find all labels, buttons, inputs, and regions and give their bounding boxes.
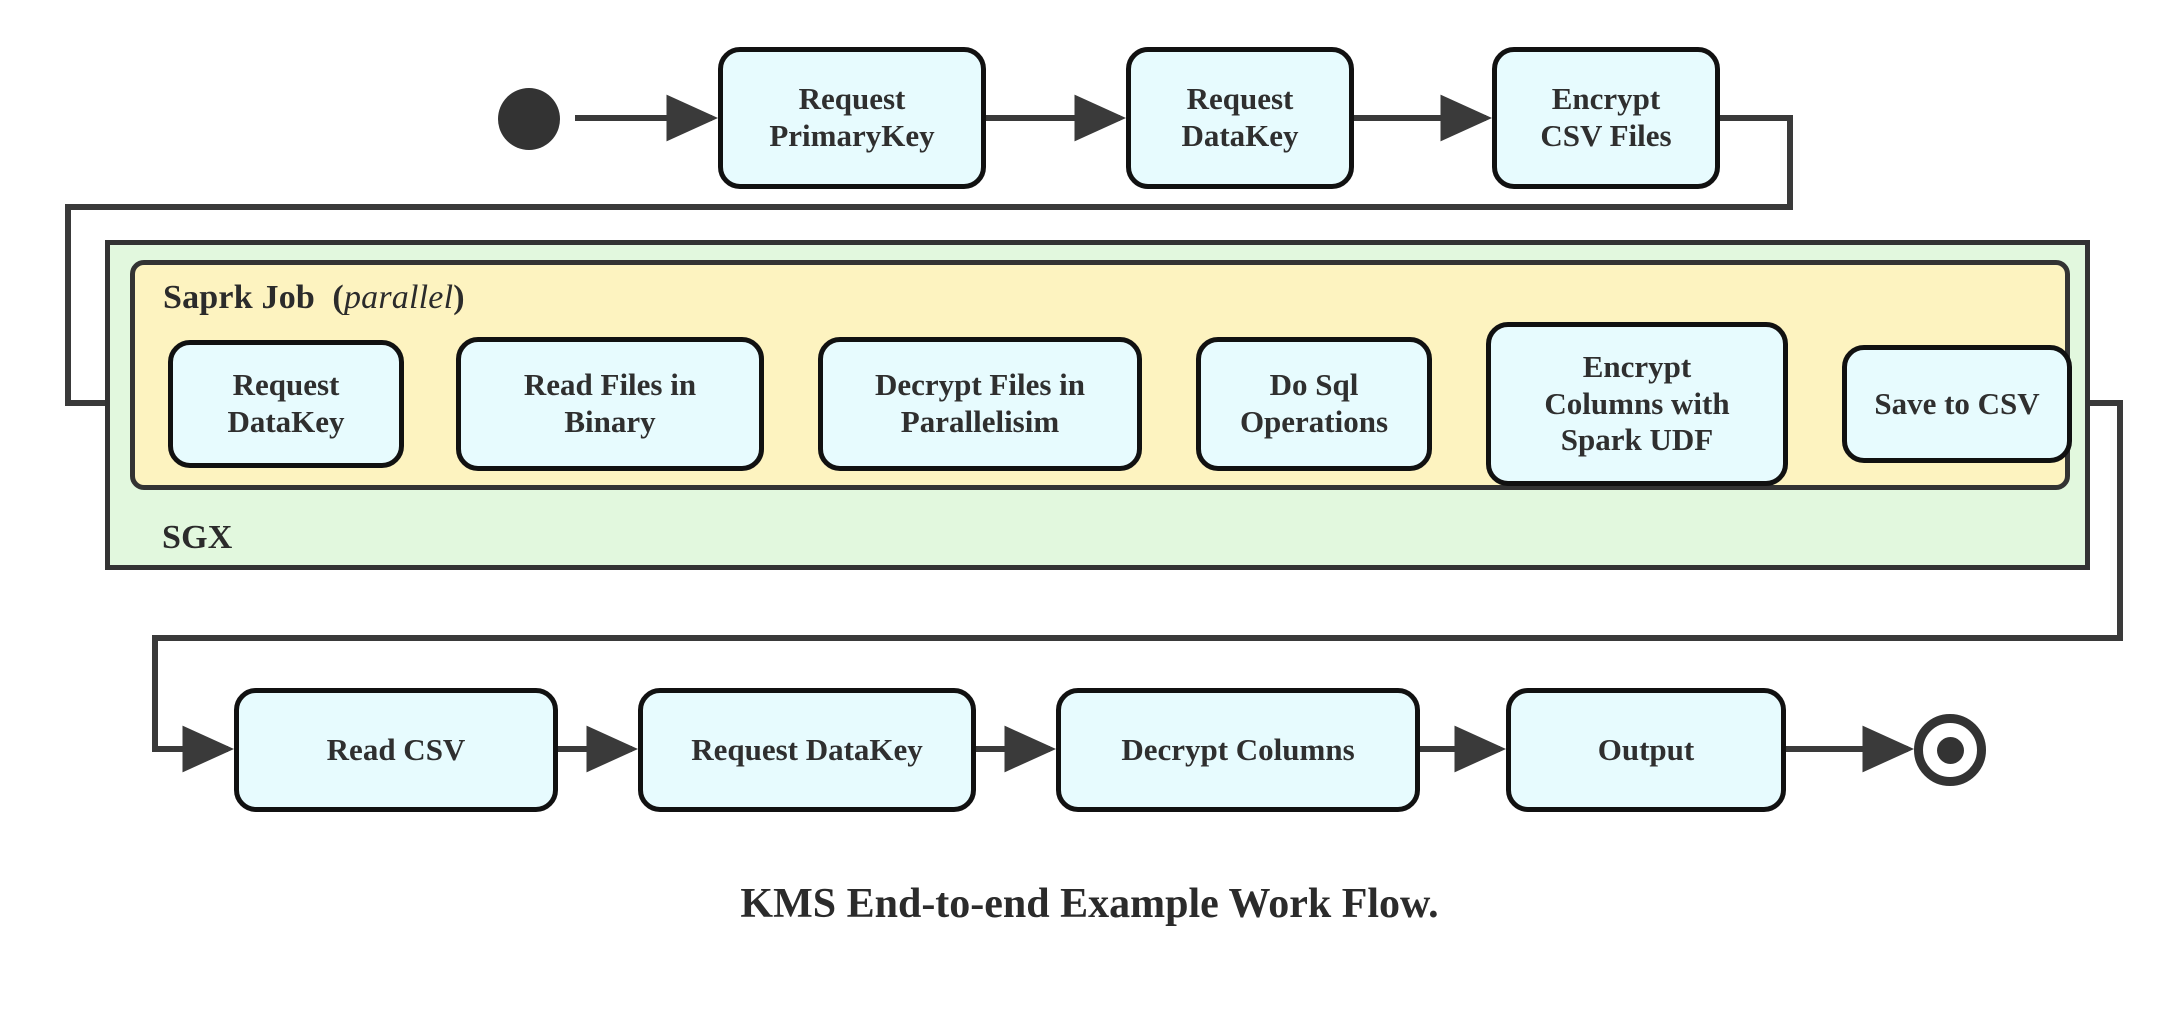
node-label: Request DataKey — [227, 367, 345, 439]
node-save-to-csv[interactable]: Save to CSV — [1842, 345, 2072, 463]
node-label: Save to CSV — [1874, 385, 2040, 421]
start-state-icon — [498, 88, 560, 150]
node-read-csv[interactable]: Read CSV — [234, 688, 558, 812]
node-label: Decrypt Columns — [1121, 731, 1355, 767]
node-label: Request DataKey — [1181, 81, 1299, 153]
final-state-icon — [1914, 714, 1986, 786]
spark-job-label-bold: Saprk Job — [163, 279, 316, 316]
node-label: Decrypt Files in Parallelisim — [874, 367, 1086, 439]
node-label: Output — [1597, 731, 1695, 767]
diagram-caption: KMS End-to-end Example Work Flow. — [740, 881, 1439, 927]
spark-job-label: Saprk Job (parallel) — [163, 279, 465, 316]
node-read-files-in-binary[interactable]: Read Files in Binary — [456, 337, 764, 471]
final-state-inner-dot — [1936, 736, 1964, 764]
node-request-datakey-spark[interactable]: Request DataKey — [168, 340, 404, 468]
sgx-label: SGX — [162, 519, 233, 556]
node-decrypt-files-in-parallelisim[interactable]: Decrypt Files in Parallelisim — [818, 337, 1142, 471]
node-encrypt-columns-with-spark-udf[interactable]: Encrypt Columns with Spark UDF — [1486, 322, 1788, 486]
node-label: Encrypt Columns with Spark UDF — [1544, 349, 1730, 458]
node-request-datakey-bottom[interactable]: Request DataKey — [638, 688, 976, 812]
node-label: Request DataKey — [691, 731, 923, 767]
node-label: Encrypt CSV Files — [1540, 81, 1672, 153]
spark-job-label-italic: parallel — [343, 279, 454, 316]
node-encrypt-csv-files[interactable]: Encrypt CSV Files — [1492, 47, 1720, 189]
node-label: Request PrimaryKey — [769, 81, 935, 153]
node-do-sql-operations[interactable]: Do Sql Operations — [1196, 337, 1432, 471]
node-decrypt-columns[interactable]: Decrypt Columns — [1056, 688, 1420, 812]
node-request-datakey-top[interactable]: Request DataKey — [1126, 47, 1354, 189]
node-output[interactable]: Output — [1506, 688, 1786, 812]
node-label: Read CSV — [326, 731, 466, 767]
node-request-primarykey[interactable]: Request PrimaryKey — [718, 47, 986, 189]
node-label: Do Sql Operations — [1239, 367, 1389, 439]
node-label: Read Files in Binary — [523, 367, 697, 439]
